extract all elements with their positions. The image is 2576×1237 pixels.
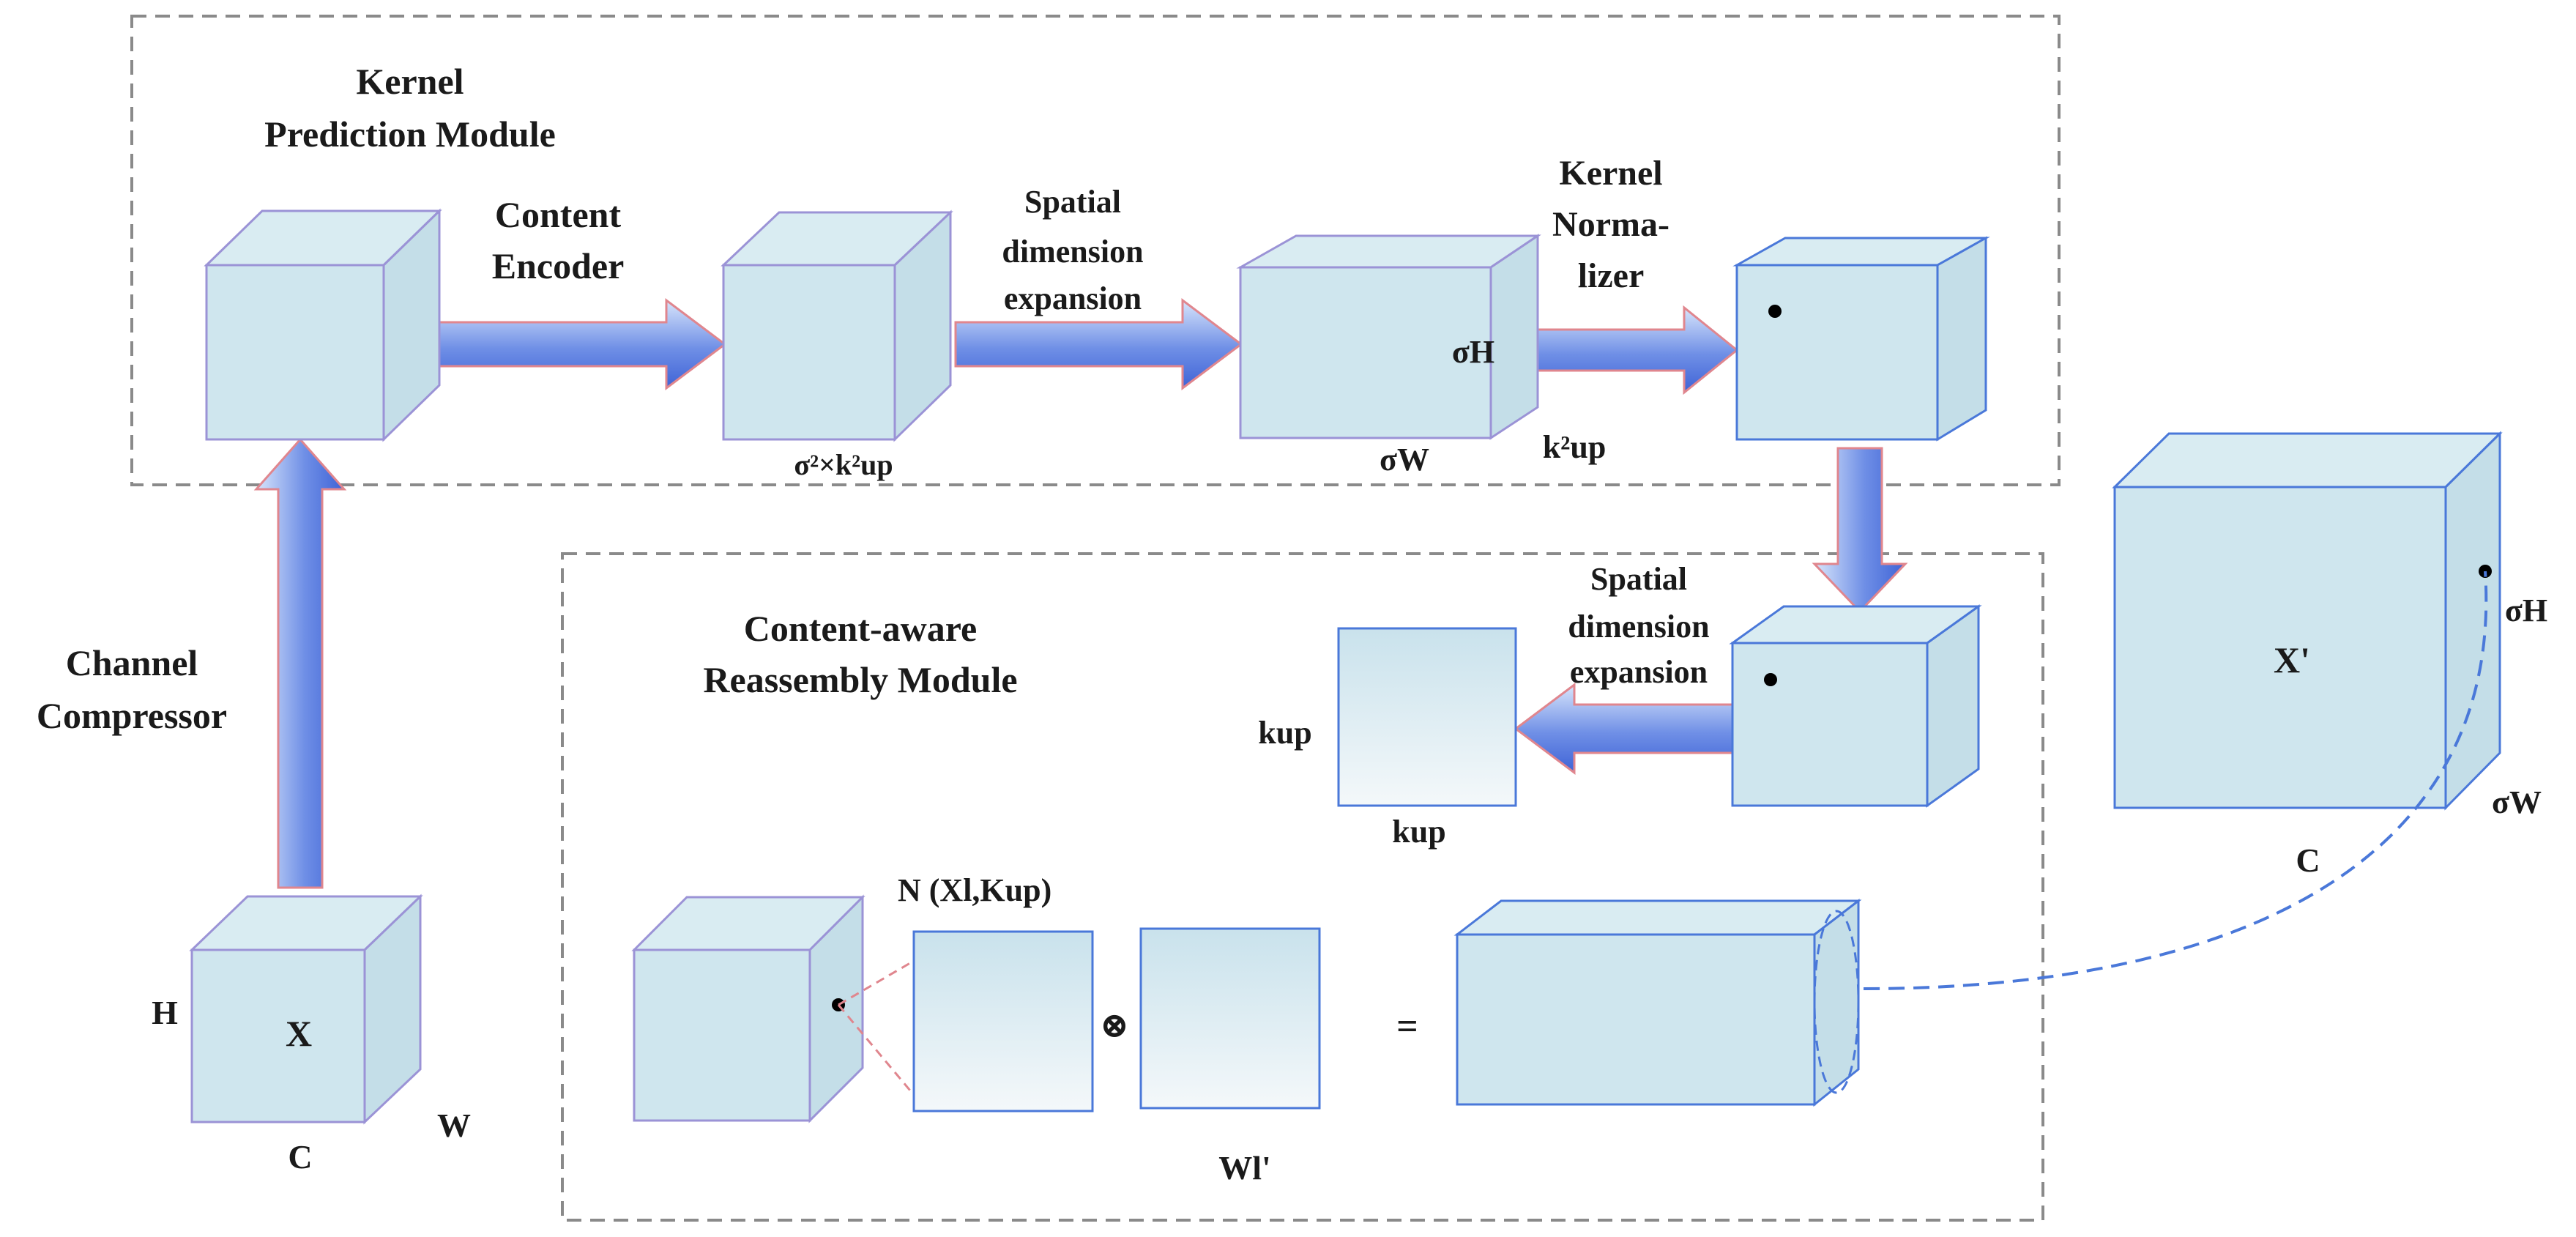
kernel-prediction-title-line2: Prediction Module	[264, 114, 556, 155]
channel-compressor-arrow	[253, 437, 347, 889]
kernel-normalizer-line3: lizer	[1578, 256, 1645, 295]
kup-bottom-label: kup	[1392, 814, 1445, 850]
output-feature-prism	[1453, 898, 1862, 1107]
kernel-prediction-title-line1: Kernel	[356, 61, 464, 102]
neighborhood-projection-bottom	[837, 1004, 915, 1096]
kernel-prediction-module-frame	[130, 15, 2061, 486]
reassembly-input-cube	[631, 894, 866, 1123]
output-xprime-cube	[2112, 431, 2503, 811]
reassembly-mapping-curve	[1863, 571, 2488, 990]
reassembly-title-line1: Content-aware	[744, 608, 977, 649]
spatial-expansion-top-line2: dimension	[1002, 234, 1143, 270]
xprime-width-label: σW	[2492, 784, 2542, 820]
channel-compressor-line1: Channel	[66, 642, 198, 683]
kernel-normalizer-line1: Kernel	[1559, 154, 1662, 193]
kup-kernel-square	[1337, 627, 1517, 807]
spatial-expansion-top-arrow	[954, 298, 1243, 390]
otimes-operator: ⊗	[1100, 1006, 1129, 1045]
spatial-expansion-bottom-arrow	[1514, 683, 1735, 775]
input-h-label: H	[152, 994, 178, 1031]
kernel-normalizer-arrow	[1536, 305, 1739, 395]
content-encoder-arrow	[438, 298, 727, 390]
xprime-channel-label: C	[2296, 842, 2320, 879]
xprime-height-label: σH	[2505, 593, 2547, 628]
spatial-expansion-top-line1: Spatial	[1024, 184, 1121, 220]
encoded-features-cube	[721, 209, 953, 442]
expanded-cube-depth-label: k²up	[1543, 429, 1607, 465]
input-x-cube	[189, 894, 423, 1125]
spatial-expansion-bottom-line2: dimension	[1568, 609, 1709, 644]
kup-left-label: kup	[1258, 715, 1311, 751]
expanded-cube-height-label: σH	[1452, 334, 1494, 370]
reassembly-module-frame	[561, 552, 2044, 1222]
input-x-label: X	[286, 1013, 312, 1054]
encoded-cube-depth-label: σ²×k²up	[794, 448, 893, 481]
weight-label: Wl'	[1218, 1149, 1271, 1186]
kernel-normalizer-line2: Norma-	[1552, 205, 1669, 244]
equals-sign: =	[1396, 1006, 1418, 1047]
content-encoder-label-line2: Encoder	[492, 245, 625, 286]
kernel-down-arrow	[1812, 447, 1908, 614]
input-c-label: C	[288, 1138, 312, 1175]
content-encoder-label-line1: Content	[495, 194, 622, 235]
weight-square	[1139, 927, 1321, 1110]
input-w-label: W	[437, 1107, 471, 1144]
neighborhood-square	[912, 930, 1094, 1112]
xprime-label: X'	[2274, 639, 2310, 680]
expanded-cube-width-label: σW	[1380, 442, 1429, 478]
spatial-expansion-bottom-line1: Spatial	[1590, 561, 1687, 597]
neighborhood-label: N (Xl,Kup)	[898, 872, 1051, 908]
channel-compressor-line2: Compressor	[37, 695, 227, 736]
spatial-expansion-top-line3: expansion	[1004, 281, 1142, 316]
prediction-input-cube	[204, 208, 442, 442]
spatial-expansion-bottom-line3: expansion	[1570, 654, 1708, 690]
reassembly-title-line2: Reassembly Module	[703, 659, 1017, 700]
reassembly-kernel-cube	[1729, 604, 1982, 808]
expanded-kernel-cube	[1236, 234, 1541, 440]
normalized-kernel-cube	[1732, 236, 1990, 442]
